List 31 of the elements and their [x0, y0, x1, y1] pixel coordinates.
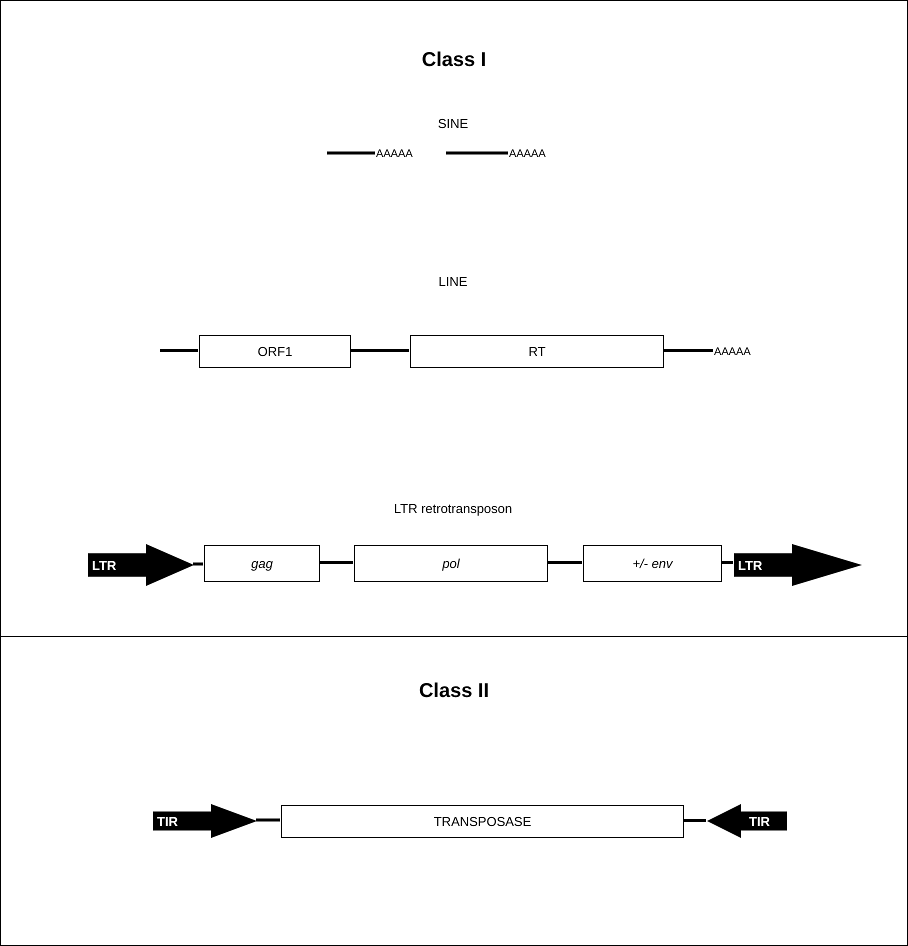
- gene-box: gag: [204, 545, 320, 582]
- gene-box: RT: [410, 335, 664, 368]
- panel: [0, 636, 908, 946]
- connector-line: [256, 818, 280, 822]
- connector-line: [663, 349, 713, 352]
- connector-line: [350, 349, 409, 352]
- gene-box: pol: [354, 545, 548, 582]
- poly-a-tail: AAAAA: [714, 344, 776, 360]
- connector-line: [721, 561, 733, 564]
- connector-line: [327, 152, 375, 154]
- panel-heading: Class I: [420, 49, 488, 72]
- connector-line: [319, 561, 353, 564]
- connector-line: [160, 349, 198, 352]
- arrow-label: TIR: [157, 812, 178, 830]
- gene-box: ORF1: [199, 335, 351, 368]
- gene-box: TRANSPOSASE: [281, 805, 684, 838]
- poly-a-tail: AAAAA: [509, 146, 569, 162]
- connector-line: [547, 561, 582, 564]
- panel-heading: Class II: [418, 680, 490, 703]
- arrow-label: LTR: [738, 556, 762, 574]
- connector-line: [446, 152, 508, 154]
- element-type-label: SINE: [436, 116, 470, 131]
- poly-a-tail: AAAAA: [376, 146, 436, 162]
- arrow-label: LTR: [92, 556, 116, 574]
- panel: [0, 0, 908, 637]
- connector-line: [193, 562, 203, 566]
- gene-box: +/- env: [583, 545, 722, 582]
- arrow-label: TIR: [749, 812, 770, 830]
- element-type-label: LTR retrotransposon: [392, 501, 514, 516]
- element-type-label: LINE: [438, 274, 468, 289]
- connector-line: [683, 819, 706, 822]
